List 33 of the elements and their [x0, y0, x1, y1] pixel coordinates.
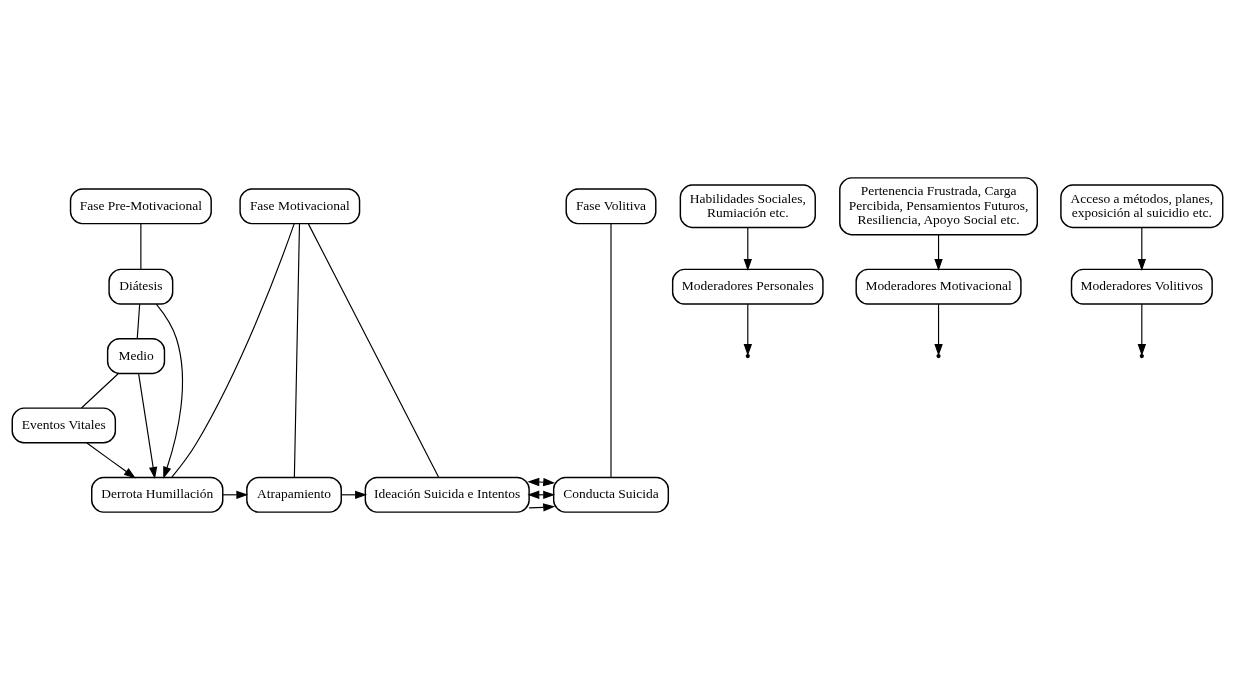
arrow [743, 303, 752, 357]
node-box: Atrapamiento [246, 476, 342, 513]
node-box: Derrota Humillación [91, 476, 224, 513]
arrow [934, 303, 943, 357]
node-box: Moderadores Personales [671, 268, 824, 305]
node-box: Diátesis [108, 268, 174, 305]
node-box: Fase Volitiva [565, 188, 657, 225]
connector [80, 373, 119, 409]
connector [171, 223, 295, 478]
connector [140, 223, 142, 270]
arrow [138, 372, 158, 479]
node-box: Medio [106, 338, 166, 375]
node-box: Conducta Suicida [552, 476, 670, 513]
node-box: Acceso a métodos, planes, exposición al suicidio etc. [1060, 184, 1224, 229]
arrow [934, 234, 943, 271]
connector [136, 303, 141, 340]
arrow [743, 227, 752, 271]
connector [610, 223, 612, 478]
node-box: Habilidades Sociales, Rumiación etc. [679, 184, 816, 229]
arrow [1137, 303, 1146, 357]
node-box: Fase Pre-Motivacional [69, 188, 212, 225]
arrow [527, 477, 556, 487]
node-box: Pertenencia Frustrada, Carga Percibida, Pensamientos Futuros, Resiliencia, Apoyo Social etc. [839, 177, 1038, 236]
node-box: Moderadores Motivacional [855, 268, 1022, 305]
connector [307, 223, 440, 478]
node-box: Moderadores Volitivos [1070, 268, 1213, 305]
node-box: Eventos Vitales [11, 407, 117, 444]
connector [293, 223, 301, 478]
node-box: Fase Motivacional [239, 188, 361, 225]
arrow [86, 442, 136, 479]
arrow [155, 303, 184, 479]
arrow [1137, 227, 1146, 271]
node-box: Ideación Suicida e Intentos [364, 476, 530, 513]
